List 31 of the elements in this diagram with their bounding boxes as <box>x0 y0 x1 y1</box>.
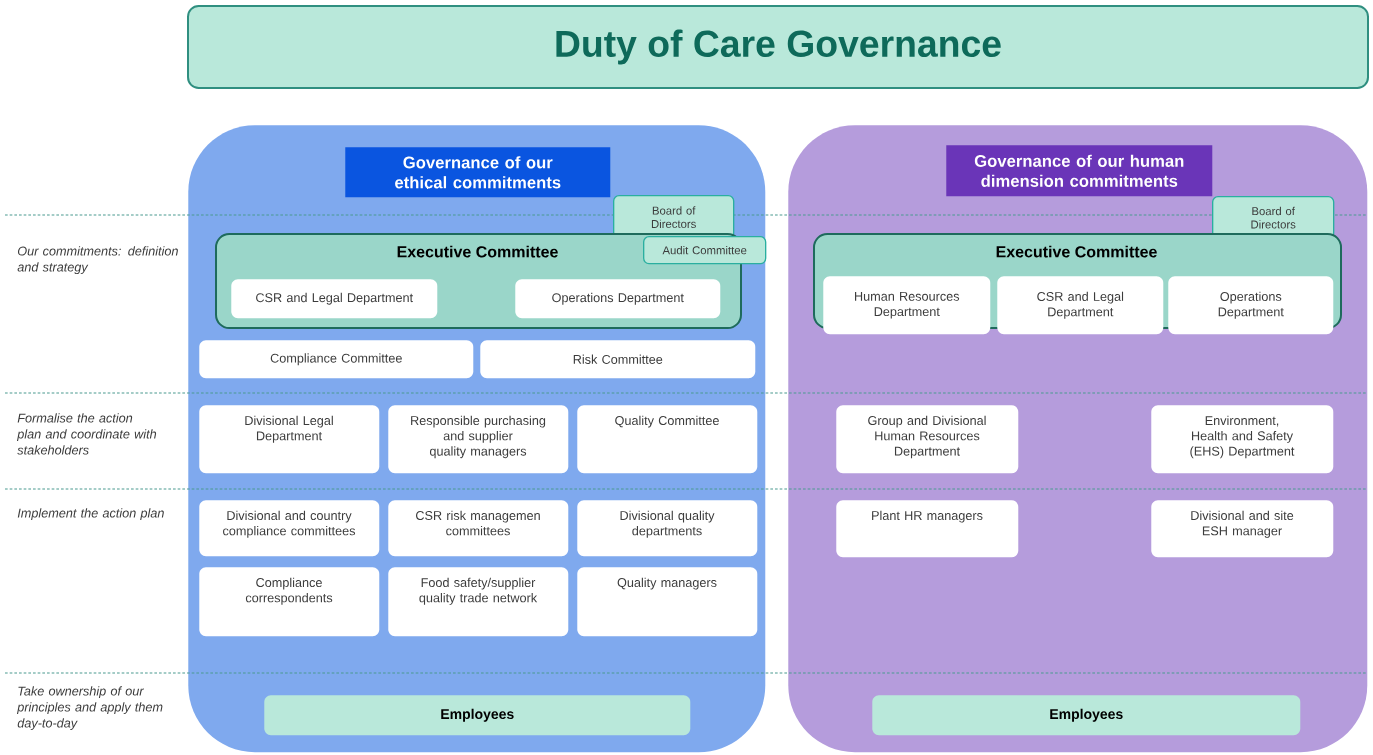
department-box: Divisional quality departments <box>577 500 758 557</box>
employees-bar: Employees <box>264 695 691 736</box>
department-box: Responsible purchasing and supplier quality managers <box>388 405 569 474</box>
committee-box: Audit Committee <box>643 236 767 265</box>
department-box: Divisional and country compliance committees <box>199 500 380 557</box>
department-box: Quality managers <box>577 567 758 637</box>
committee-box: Board of Directors <box>1212 196 1335 240</box>
heading-box: Governance of our ethical commitments <box>345 147 611 198</box>
department-box: CSR and Legal Department <box>997 276 1164 335</box>
department-box: CSR risk managemen committees <box>388 500 569 557</box>
heading-box: Governance of our human dimension commitments <box>946 145 1213 197</box>
row-label: Take ownership of our principles and apply them day-to-day <box>16 686 163 731</box>
department-box: CSR and Legal Department <box>231 279 438 319</box>
department-box: Operations Department <box>1168 276 1334 335</box>
department-box: Risk Committee <box>480 340 756 379</box>
row-label: Implement the action plan <box>17 508 164 521</box>
row-label: Our commitments: definition and strategy <box>17 246 178 275</box>
department-box: Quality Committee <box>577 405 758 474</box>
department-box: Compliance correspondents <box>199 567 380 637</box>
department-box: Plant HR managers <box>836 500 1019 558</box>
department-box: Food safety/supplier quality trade network <box>388 567 569 637</box>
department-box: Compliance Committee <box>199 340 474 379</box>
department-box: Divisional Legal Department <box>199 405 380 474</box>
department-box: Operations Department <box>515 279 721 319</box>
department-box: Human Resources Department <box>823 276 991 335</box>
department-box: Divisional and site ESH manager <box>1151 500 1334 558</box>
employees-bar: Employees <box>872 695 1301 736</box>
department-box: Environment, Health and Safety (EHS) Department <box>1151 405 1334 474</box>
title-banner: Duty of Care Governance <box>187 5 1369 89</box>
row-label: Formalise the action plan and coordinate with stakeholders <box>16 413 157 455</box>
department-box: Group and Divisional Human Resources Department <box>836 405 1019 474</box>
